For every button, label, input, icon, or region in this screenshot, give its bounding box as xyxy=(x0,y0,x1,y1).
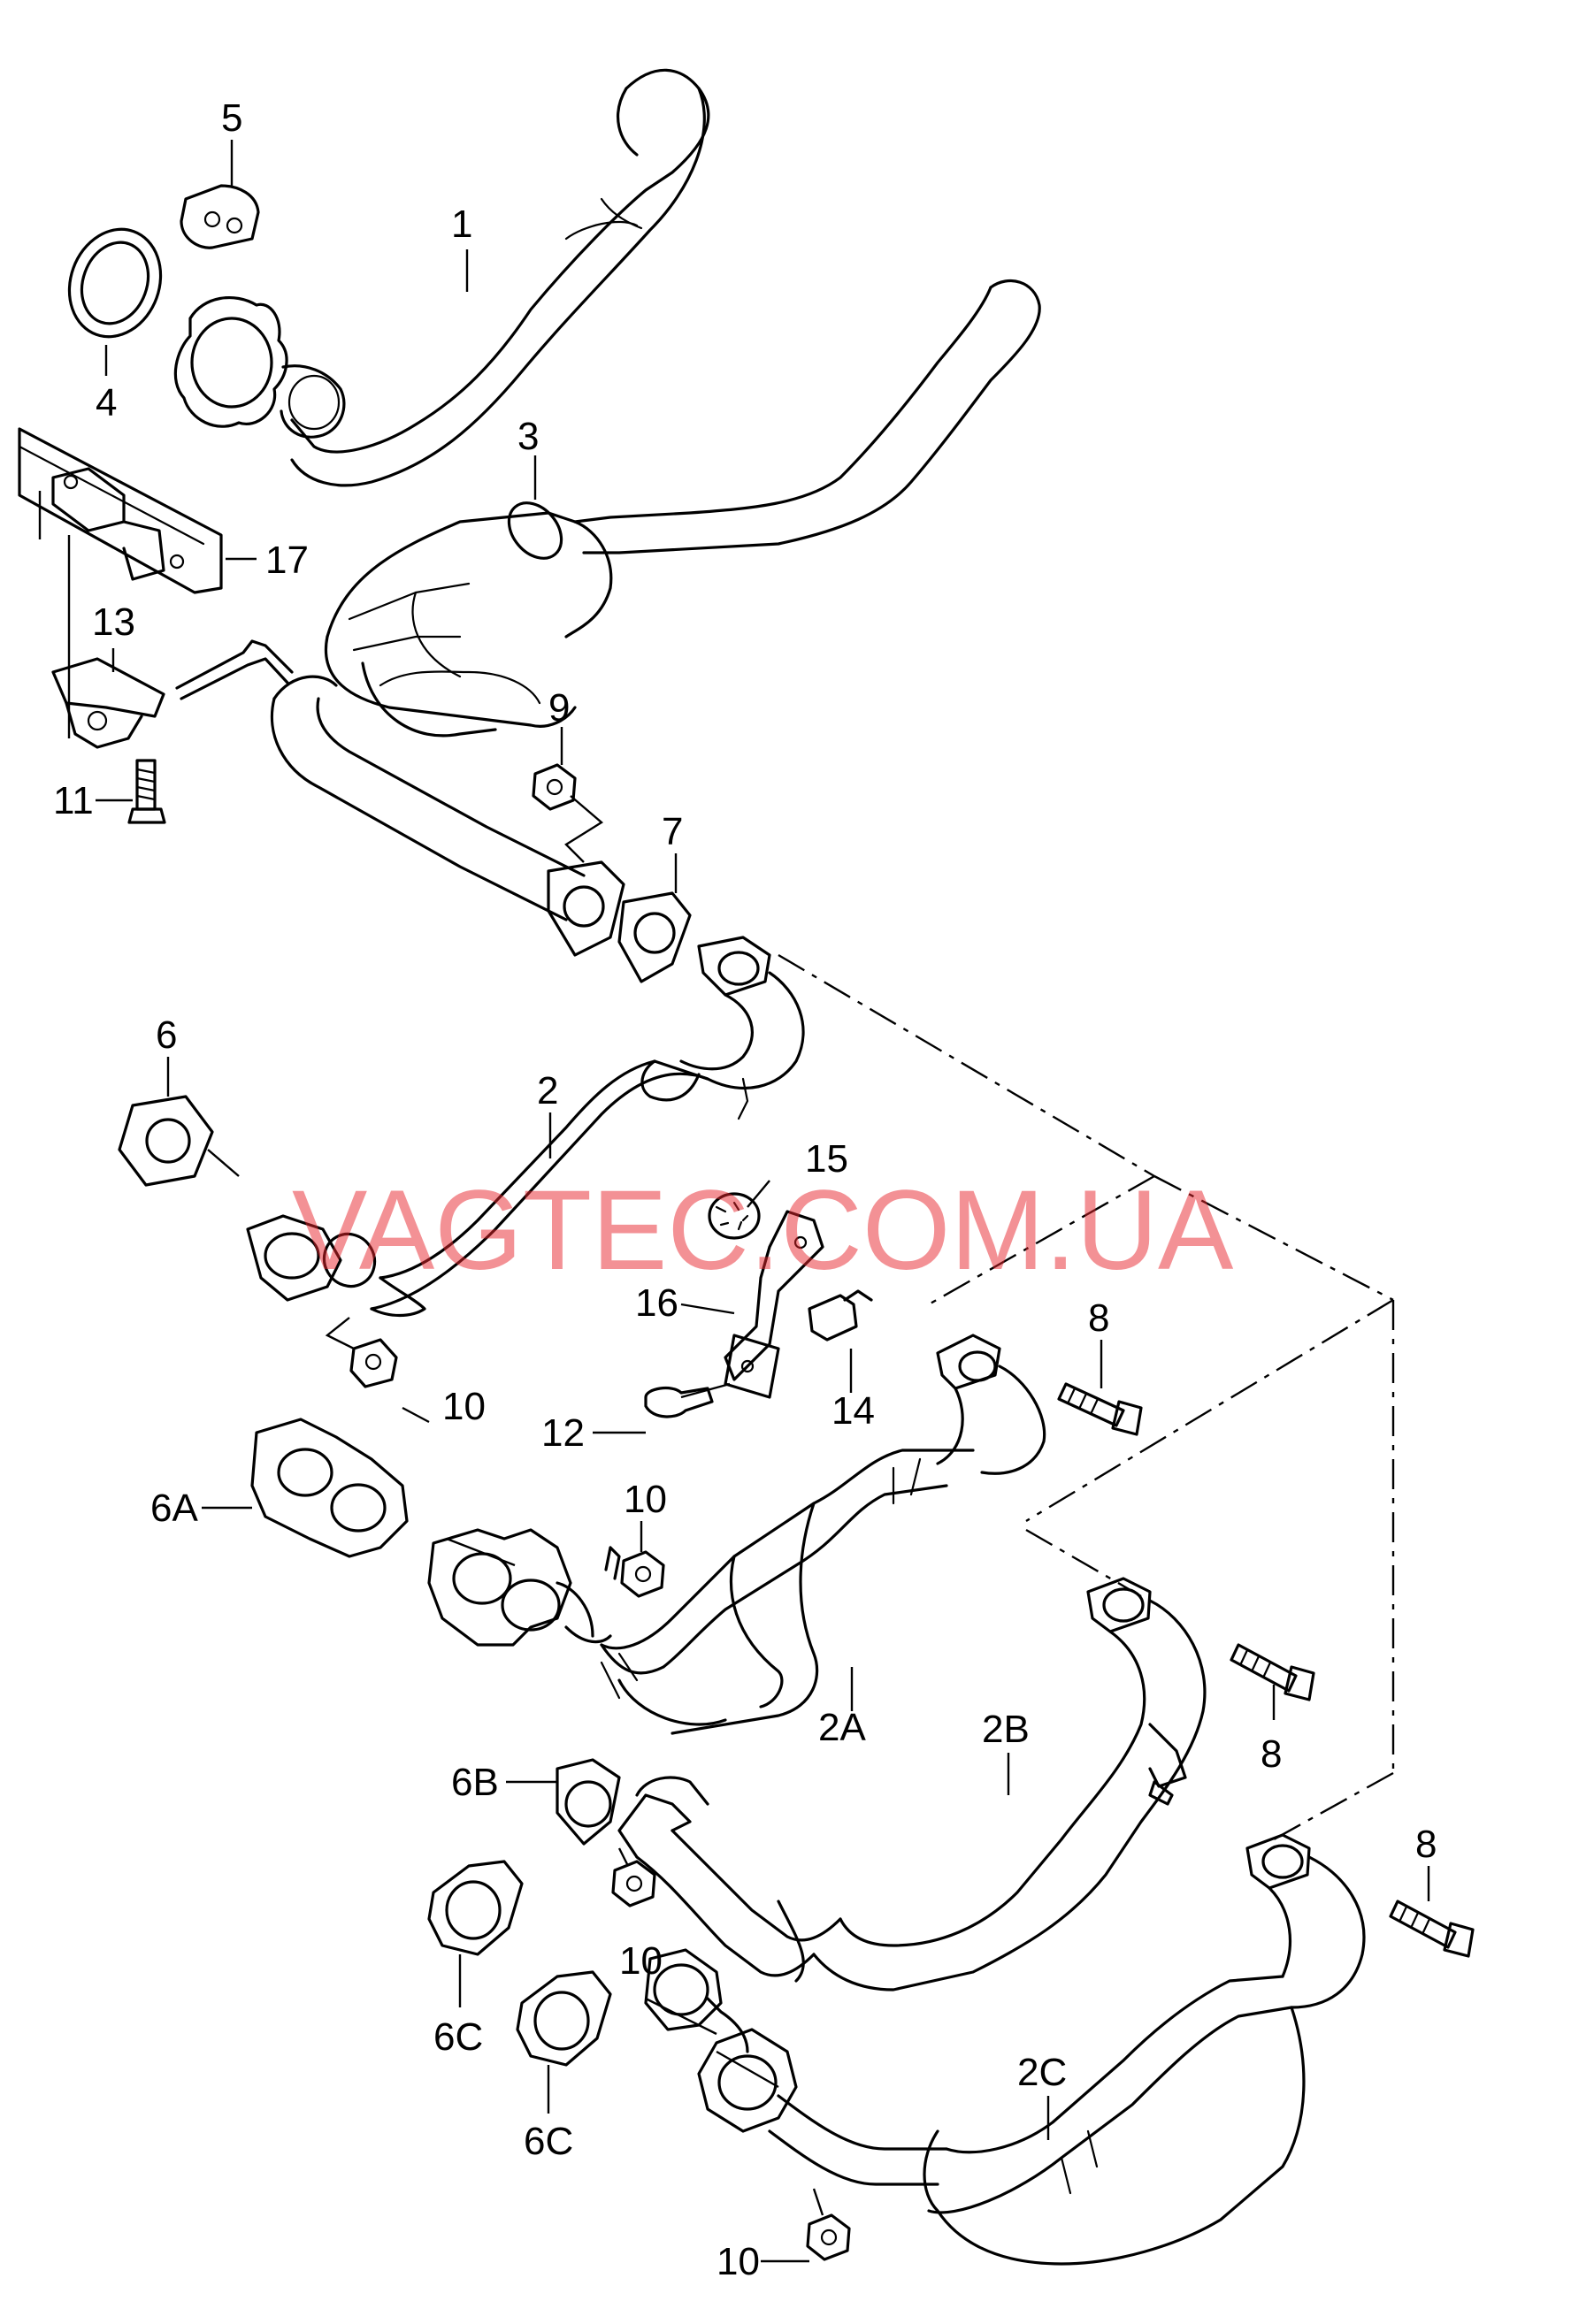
part-10-nut-d xyxy=(806,2188,851,2261)
callout-10-b: 10 xyxy=(624,1478,667,1521)
callout-10-d: 10 xyxy=(717,2240,760,2283)
part-10-nut-b xyxy=(620,1521,665,1598)
callout-13: 13 xyxy=(92,600,135,644)
callout-leaders xyxy=(96,140,1050,2263)
part-2a-converter-pipe xyxy=(427,1334,1046,1735)
assembly-reference-lines xyxy=(778,953,1395,1841)
callout-6: 6 xyxy=(156,1013,177,1057)
callout-9: 9 xyxy=(548,686,570,730)
callout-6A: 6A xyxy=(150,1487,198,1530)
callout-5: 5 xyxy=(221,96,242,140)
part-8-bolt-a xyxy=(1057,1340,1143,1436)
callout-11: 11 xyxy=(53,779,94,822)
callout-3: 3 xyxy=(517,415,539,458)
watermark: VAGTEC.COM.UA xyxy=(292,1167,1234,1294)
callout-16: 16 xyxy=(635,1281,678,1325)
callout-8-b: 8 xyxy=(1261,1732,1282,1776)
part-10-nut-a xyxy=(325,1317,398,1388)
part-15-16-bracket-group xyxy=(644,1192,873,1418)
callout-12: 12 xyxy=(541,1411,585,1455)
part-11-bolt xyxy=(127,759,166,824)
callout-8-c: 8 xyxy=(1415,1823,1437,1866)
part-4-ring-gasket xyxy=(67,227,163,339)
part-10-nut-c xyxy=(611,1847,656,1907)
callout-labels: 5 1 4 3 17 13 11 9 7 6 2 15 16 14 12 10 … xyxy=(53,96,1437,2283)
callout-14: 14 xyxy=(831,1389,875,1433)
part-8-bolt-b xyxy=(1230,1643,1315,1720)
part-1-front-pipe xyxy=(173,68,710,487)
callout-8-a: 8 xyxy=(1088,1296,1109,1340)
callout-15: 15 xyxy=(805,1137,848,1181)
callout-6C-2: 6C xyxy=(524,2120,573,2163)
callout-2A: 2A xyxy=(818,1706,866,1749)
part-2c-converter-pipe xyxy=(644,1833,1366,2266)
callout-10-c: 10 xyxy=(619,1939,663,1983)
part-8-bolt-c xyxy=(1389,1866,1475,1958)
callout-2: 2 xyxy=(537,1069,558,1112)
part-6c-gaskets xyxy=(427,1860,612,2114)
part-2-pipe xyxy=(246,936,805,1318)
part-7-gaskets xyxy=(547,860,692,983)
callout-6B: 6B xyxy=(451,1761,499,1804)
part-6b-gasket xyxy=(556,1758,621,1846)
callout-2C: 2C xyxy=(1017,2051,1067,2094)
part-6-square-gasket xyxy=(118,1057,240,1187)
callout-17: 17 xyxy=(265,539,309,582)
part-13-hanger xyxy=(51,535,294,749)
part-3-catalytic-converter xyxy=(270,279,1041,921)
callout-6C-1: 6C xyxy=(433,2015,483,2059)
callout-7: 7 xyxy=(662,810,683,853)
part-9-nut xyxy=(532,763,604,863)
callout-1: 1 xyxy=(451,203,472,246)
part-2b-pipe xyxy=(617,1577,1207,1991)
callout-4: 4 xyxy=(96,381,117,424)
callout-2B: 2B xyxy=(982,1708,1030,1751)
callout-10-a: 10 xyxy=(442,1385,486,1428)
part-17-bracket xyxy=(18,427,223,594)
part-6a-double-gasket xyxy=(250,1418,409,1558)
part-5-clip xyxy=(180,184,260,249)
